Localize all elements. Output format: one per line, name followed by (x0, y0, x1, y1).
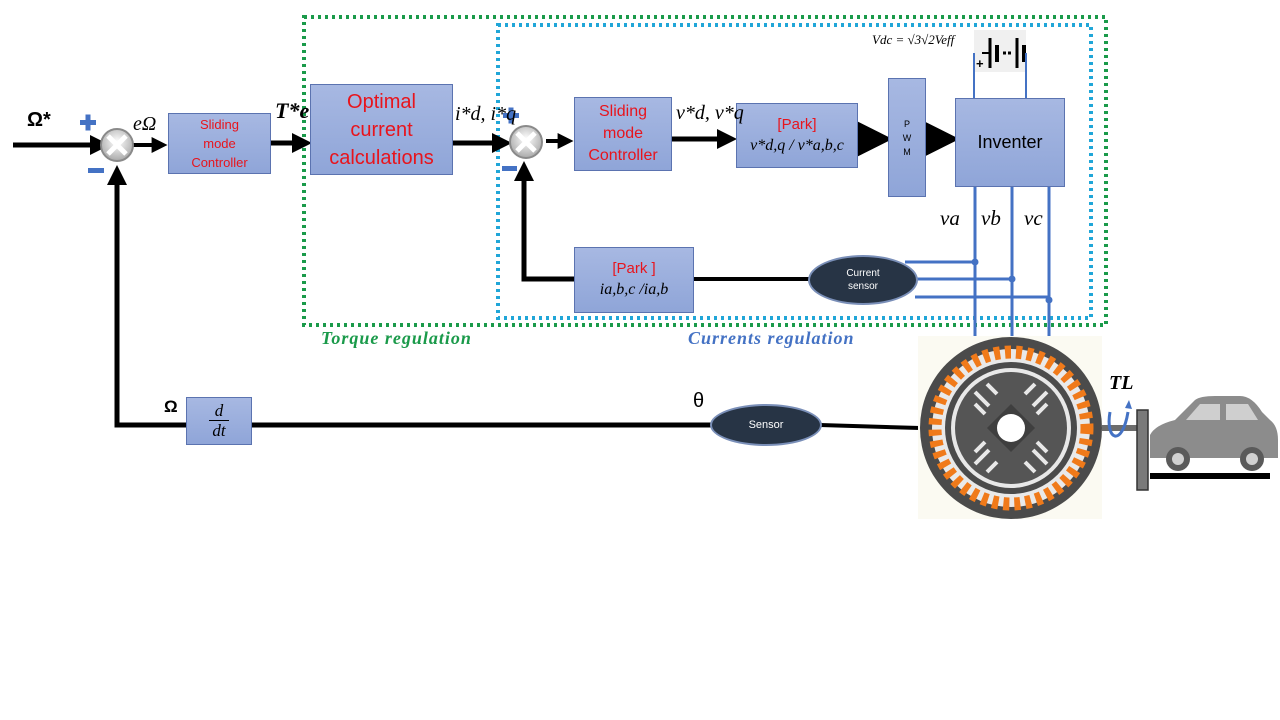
wall-plate (1136, 409, 1149, 491)
optimal-line3: calculations (329, 146, 434, 169)
current-sensor: Current sensor (808, 255, 918, 305)
current-sensor-line2: sensor (847, 281, 878, 292)
sliding-mode-controller-current: Sliding mode Controller (574, 97, 672, 171)
torque-regulation-region (302, 15, 1108, 327)
smc-current-line2: mode (602, 125, 644, 142)
park-top-formula: v*d,q / v*a,b,c (750, 136, 844, 154)
sliding-mode-controller-speed: Sliding mode Controller (168, 113, 271, 174)
park-top-title: [Park] (777, 115, 817, 133)
optimal-line1: Optimal (347, 90, 416, 113)
position-sensor-label: Sensor (748, 419, 784, 431)
position-sensor: Sensor (710, 404, 822, 446)
theta-label: θ (693, 390, 705, 412)
inverter-block: Inventer (955, 98, 1065, 187)
load-torque-symbol (1102, 400, 1140, 438)
wire-speed-feedback (107, 164, 186, 428)
pwm-letter-p: P (903, 118, 910, 129)
sum-junction-current (509, 125, 543, 159)
smc-speed-line2: mode (203, 136, 236, 151)
plus-sign-speed (80, 114, 96, 131)
currents-regulation-label: Currents regulation (688, 328, 855, 348)
current-sensor-line1: Current (846, 268, 880, 279)
derivative-num: d (208, 401, 230, 421)
vdc-label: Vdc = √3√2Veff (872, 32, 955, 47)
motor-cross-section (918, 336, 1102, 519)
smc-speed-line3: Controller (191, 155, 248, 170)
park-bottom-title: [Park ] (612, 260, 656, 277)
phase-b-label: vb (981, 206, 1001, 230)
derivative-block: d dt (186, 397, 252, 445)
park-bottom-formula: ia,b,c /ia,b (599, 281, 669, 298)
current-ref-label: i*d, i*q (455, 103, 517, 125)
speed-error-label: eΩ (133, 113, 157, 135)
phase-c-label: vc (1024, 206, 1043, 230)
load-torque-label: TL (1109, 372, 1134, 394)
torque-regulation-label: Torque regulation (321, 328, 472, 348)
plus-sign-current (503, 107, 519, 124)
sum-junction-speed (100, 128, 134, 162)
speed-ref-label: Ω* (27, 109, 51, 131)
pwm-letter-w: W (902, 132, 912, 143)
optimal-current-block: Optimal current calculations (310, 84, 453, 175)
car-icon (1150, 396, 1278, 471)
battery-plus-label: + (976, 56, 984, 71)
torque-ref-label: T*e (275, 98, 310, 123)
smc-current-line1: Sliding (598, 103, 648, 120)
park-transform-bottom: [Park ] ia,b,c /ia,b (574, 247, 694, 313)
wire-current-feedback (514, 160, 574, 282)
pwm-letter-m: M (903, 146, 911, 157)
park-transform-top: [Park] v*d,q / v*a,b,c (736, 103, 858, 168)
plus-label-speed: + (80, 112, 81, 113)
smc-speed-line1: Sliding (199, 117, 240, 132)
voltage-ref-label: v*d, v*q (676, 102, 744, 124)
dc-battery-icon (973, 30, 1027, 98)
currents-regulation-region (496, 23, 1093, 320)
inverter-label: Inventer (977, 132, 1043, 152)
speed-feedback-label: Ω (164, 397, 178, 416)
wire-motor-to-sensor (819, 423, 921, 430)
phase-a-label: va (940, 206, 960, 230)
minus-sign-current (502, 166, 517, 171)
smc-current-line3: Controller (588, 147, 658, 164)
pwm-block: P W M (888, 78, 926, 197)
minus-sign-speed (88, 168, 104, 173)
optimal-line2: current (350, 118, 413, 141)
derivative-den: dt (212, 420, 226, 440)
tap-points (971, 258, 1053, 304)
